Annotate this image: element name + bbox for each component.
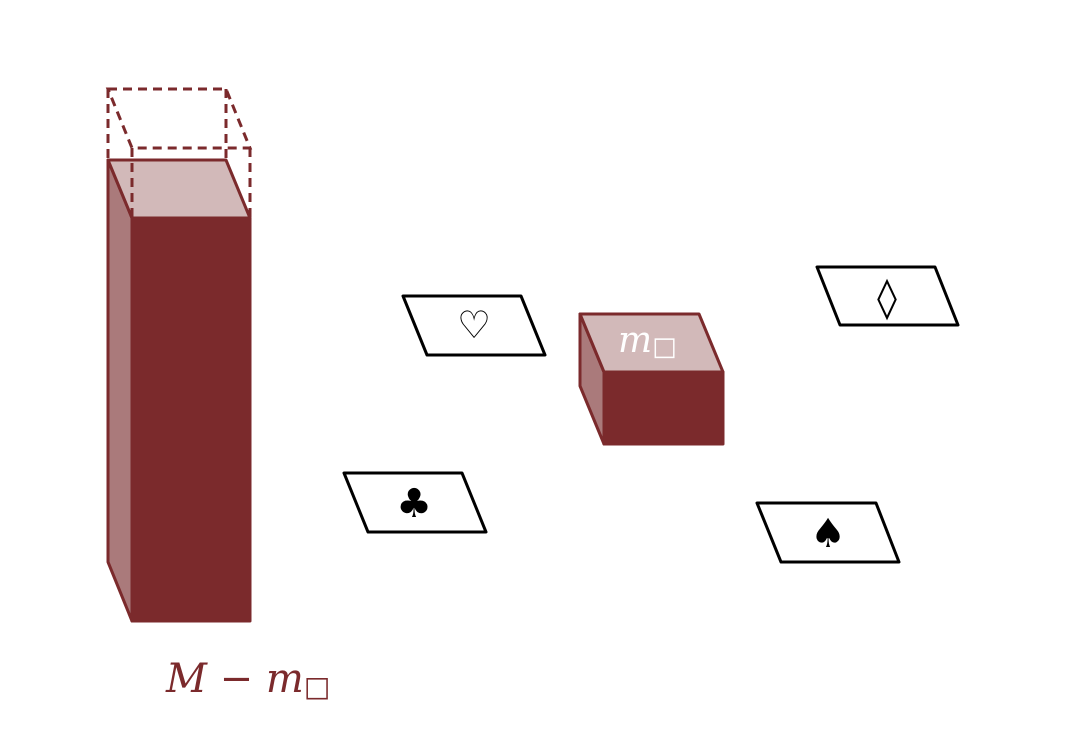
tall-bar-label: M − m□ bbox=[165, 656, 330, 703]
small-block-front-face bbox=[602, 370, 725, 446]
tall-bar bbox=[106, 158, 252, 623]
heart-outline-icon: ♡ bbox=[457, 303, 491, 347]
small-block-top-face bbox=[578, 312, 725, 374]
tile-club: ♣ bbox=[342, 471, 488, 534]
small-block: m□ bbox=[578, 312, 725, 446]
tall-bar-label-main: M − m bbox=[165, 656, 304, 702]
tall-bar-label-subscript: □ bbox=[304, 670, 330, 703]
tall-bar-front-face bbox=[130, 216, 252, 623]
small-block-label: m□ bbox=[618, 320, 677, 362]
removed-portion-outline bbox=[105, 87, 253, 218]
diamond-outline-icon: ◊ bbox=[877, 275, 897, 321]
club-icon: ♣ bbox=[396, 481, 432, 527]
tile-heart: ♡ bbox=[401, 294, 547, 357]
tile-spade: ♠ bbox=[755, 501, 901, 564]
tall-bar-side-face bbox=[106, 158, 134, 623]
spade-icon: ♠ bbox=[810, 511, 846, 557]
small-block-label-subscript: □ bbox=[652, 332, 677, 362]
tile-spade-shape bbox=[755, 501, 901, 564]
tile-diamond-shape bbox=[815, 265, 960, 327]
tile-heart-shape bbox=[401, 294, 547, 357]
small-block-label-main: m bbox=[618, 320, 652, 361]
removed-portion-top-face bbox=[105, 87, 253, 150]
tile-diamond: ◊ bbox=[815, 265, 960, 327]
tall-bar-top-face bbox=[106, 158, 252, 220]
tile-club-shape bbox=[342, 471, 488, 534]
